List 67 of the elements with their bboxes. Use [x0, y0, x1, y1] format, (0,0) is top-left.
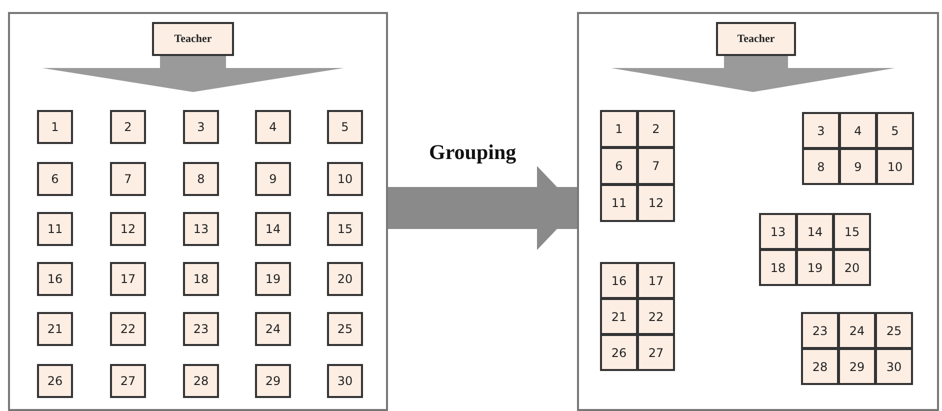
student-desk: 28	[801, 348, 839, 385]
student-desk: 9	[255, 162, 291, 196]
student-desk: 5	[327, 110, 363, 144]
student-desk: 29	[838, 348, 876, 385]
student-desk: 24	[255, 312, 291, 346]
student-desk: 12	[110, 212, 146, 246]
student-desk: 11	[37, 212, 73, 246]
student-desk: 17	[110, 262, 146, 296]
student-desk: 22	[110, 312, 146, 346]
student-desk: 4	[839, 112, 877, 149]
student-desk: 7	[637, 147, 675, 185]
arrow	[388, 166, 577, 250]
student-desk: 21	[600, 298, 638, 335]
student-desk: 5	[876, 112, 914, 149]
student-desk: 30	[875, 348, 913, 385]
student-desk: 25	[875, 312, 913, 349]
student-desk: 3	[183, 110, 219, 144]
student-desk: 10	[327, 162, 363, 196]
student-desk: 6	[600, 147, 638, 185]
student-desk: 21	[37, 312, 73, 346]
student-desk: 8	[802, 148, 840, 185]
teacher-desk: Teacher	[152, 22, 234, 56]
student-desk: 22	[637, 298, 675, 335]
student-desk: 16	[600, 262, 638, 299]
student-desk: 30	[327, 364, 363, 398]
student-desk: 10	[876, 148, 914, 185]
student-desk: 13	[759, 213, 797, 250]
student-desk: 15	[327, 212, 363, 246]
student-desk: 4	[255, 110, 291, 144]
student-desk: 24	[838, 312, 876, 349]
classroom-panel	[8, 12, 388, 411]
teacher-desk: Teacher	[716, 22, 796, 56]
student-desk: 23	[801, 312, 839, 349]
student-desk: 13	[183, 212, 219, 246]
student-desk: 25	[327, 312, 363, 346]
student-desk: 20	[327, 262, 363, 296]
student-desk: 1	[600, 110, 638, 148]
student-desk: 3	[802, 112, 840, 149]
student-desk: 17	[637, 262, 675, 299]
student-desk: 6	[37, 162, 73, 196]
student-desk: 11	[600, 184, 638, 222]
student-desk: 9	[839, 148, 877, 185]
student-desk: 14	[255, 212, 291, 246]
classroom-panel	[577, 12, 939, 411]
student-desk: 2	[110, 110, 146, 144]
student-desk: 18	[183, 262, 219, 296]
student-desk: 18	[759, 249, 797, 286]
student-desk: 28	[183, 364, 219, 398]
student-desk: 26	[600, 334, 638, 371]
student-desk: 7	[110, 162, 146, 196]
student-desk: 23	[183, 312, 219, 346]
student-desk: 2	[637, 110, 675, 148]
student-desk: 1	[37, 110, 73, 144]
student-desk: 12	[637, 184, 675, 222]
student-desk: 8	[183, 162, 219, 196]
block-arrow	[611, 56, 895, 92]
student-desk: 20	[833, 249, 871, 286]
student-desk: 16	[37, 262, 73, 296]
student-desk: 29	[255, 364, 291, 398]
student-desk: 15	[833, 213, 871, 250]
student-desk: 26	[37, 364, 73, 398]
student-desk: 19	[255, 262, 291, 296]
student-desk: 27	[110, 364, 146, 398]
block-arrow	[42, 56, 344, 92]
student-desk: 27	[637, 334, 675, 371]
student-desk: 19	[796, 249, 834, 286]
student-desk: 14	[796, 213, 834, 250]
